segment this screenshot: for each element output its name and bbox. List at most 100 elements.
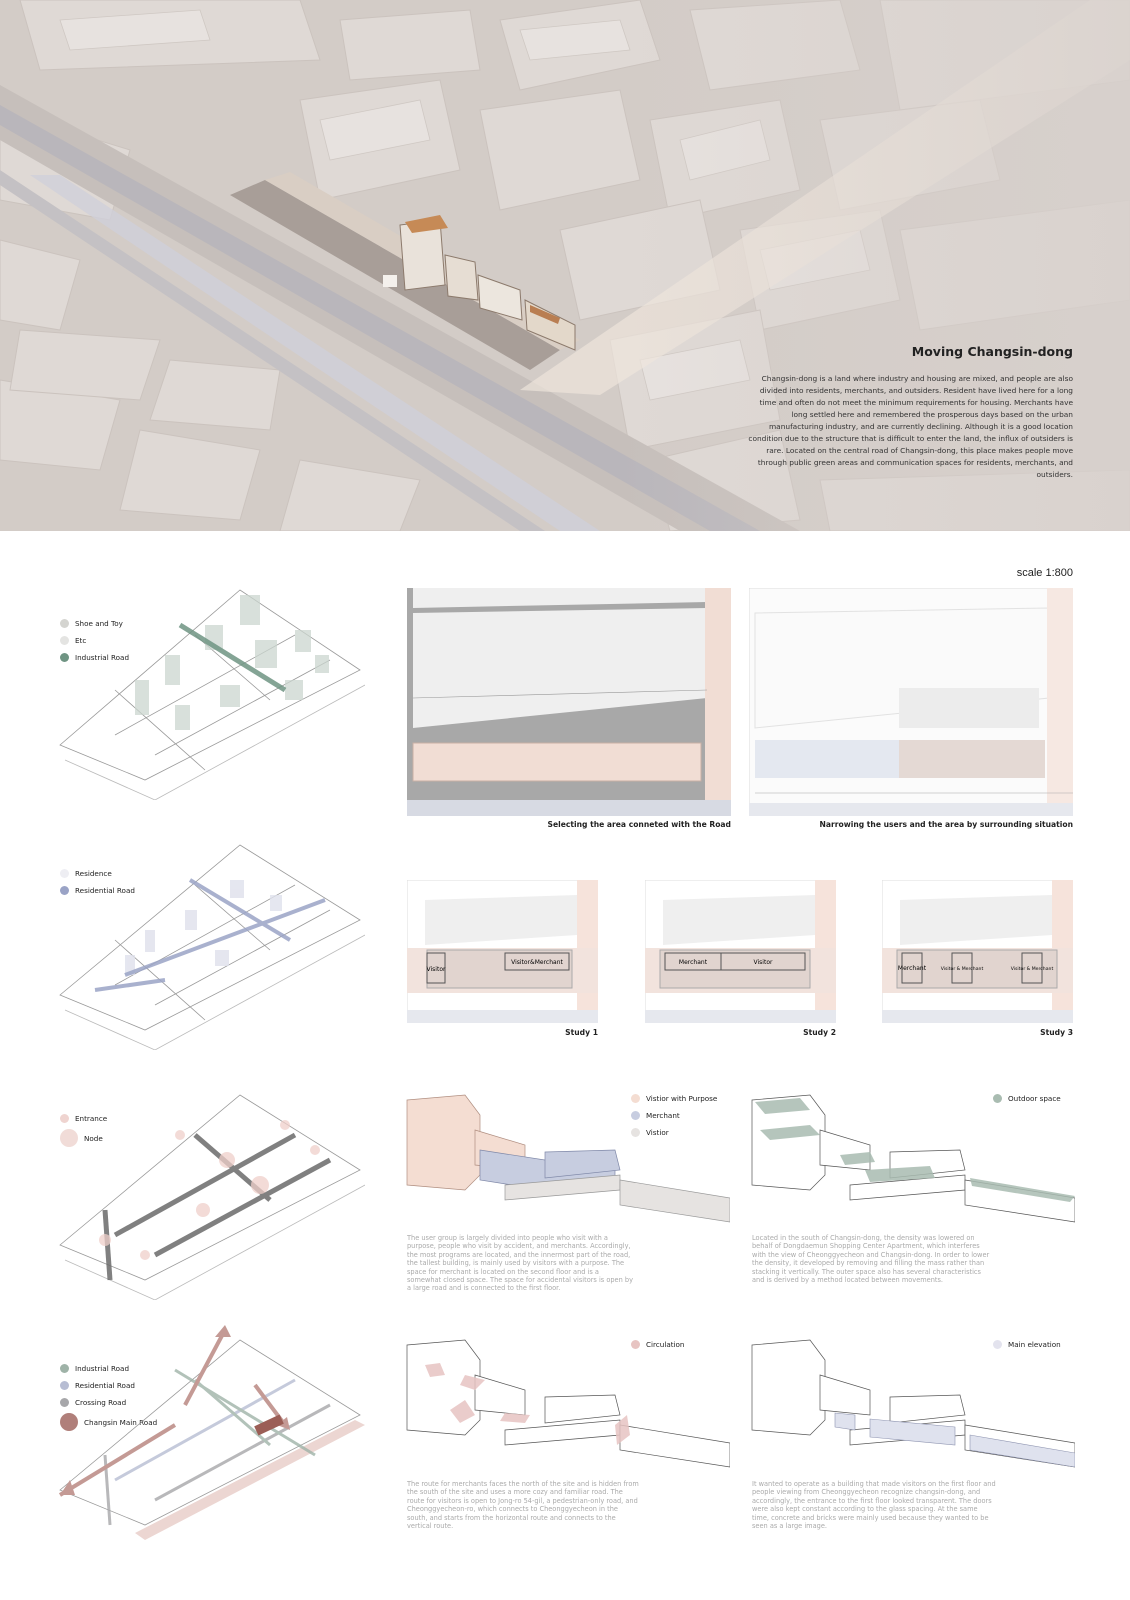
main-road-arrow-north [183,1329,227,1406]
legend-label: Node [84,1133,103,1143]
legend-item: Residential Road [60,1377,157,1394]
industry-axonometric [59,589,365,800]
study-3-caption: Study 3 [1040,1028,1073,1037]
aerial-city-illustration [0,0,1130,531]
legend-item: Circulation [631,1336,685,1353]
legend-users: Vistior with Purpose Merchant Vistior [631,1090,717,1141]
legend-elevation: Main elevation [993,1336,1061,1353]
legend-label: Crossing Road [75,1398,127,1407]
scale-label: scale 1:800 [1016,567,1073,579]
aerial-view [0,0,1130,531]
legend-item: Shoe and Toy [60,615,129,632]
residential-road [94,878,326,992]
circulation-description: The route for merchants faces the north … [407,1480,639,1531]
legend-swatch [60,653,69,662]
legend-item: Changsin Main Road [60,1411,157,1433]
legend-roads: Industrial Road Residential Road Crossin… [60,1360,157,1433]
legend-label: Residential Road [75,886,135,895]
industrial-road [178,622,287,693]
study-2-box-1: Merchant [679,959,708,966]
legend-nodes: Entrance Node [60,1110,107,1149]
project-title: Moving Changsin-dong [911,344,1073,359]
legend-label: Industrial Road [75,1364,130,1373]
legend-swatch [60,636,69,645]
road-network [102,1132,332,1281]
legend-item: Industrial Road [60,649,129,666]
legend-label: Residential Road [75,1381,135,1390]
nodes-axonometric [59,1094,365,1300]
study-3-box-2: Visitor & Merchant [941,966,984,972]
study-2-box-2: Visitor [754,959,773,966]
outdoor-diagram [751,1094,1075,1223]
ground-lines [64,934,365,1050]
legend-swatch [993,1340,1002,1349]
legend-item: Merchant [631,1107,717,1124]
site-outline [59,589,361,781]
legend-item: Etc [60,632,129,649]
elevation-diagram [751,1339,1075,1468]
study-1-caption: Study 1 [565,1028,598,1037]
ground-lines [64,1184,365,1300]
legend-swatch [60,1129,78,1147]
legend-industry: Shoe and Toy Etc Industrial Road [60,615,129,666]
legend-item: Outdoor space [993,1090,1061,1107]
legend-item: Residential Road [60,882,135,899]
legend-outdoor: Outdoor space [993,1090,1061,1107]
legend-item: Vistior with Purpose [631,1090,717,1107]
legend-label: Entrance [75,1114,108,1123]
residence-masses [125,880,282,975]
legend-swatch [631,1128,640,1137]
site-outline [59,1094,361,1281]
legend-label: Main elevation [1008,1340,1061,1349]
main-road-band [135,1420,365,1540]
industry-masses [135,595,329,730]
legend-swatch [60,1413,78,1431]
study-3-box-1: Merchant [898,965,927,972]
legend-label: Vistior [646,1128,669,1137]
study-3-plan: Merchant Visitor & Merchant Visitor & Me… [882,880,1073,1023]
legend-label: Residence [75,869,112,878]
legend-swatch [60,1114,69,1123]
main-road-arrow-west [58,1423,177,1497]
legend-swatch [631,1340,640,1349]
legend-label: Shoe and Toy [75,619,123,628]
legend-item: Residence [60,865,135,882]
legend-swatch [631,1111,640,1120]
study-1-box-2: Visitor&Merchant [511,959,563,966]
residence-axonometric [59,844,365,1050]
legend-label: Outdoor space [1008,1094,1061,1103]
legend-label: Merchant [646,1111,680,1120]
study-1-box-1: Visitor [427,966,446,973]
users-diagram [406,1094,730,1223]
legend-swatch [60,1364,69,1373]
study-3-box-3: Visitor & Merchant [1011,966,1054,972]
arrow-head-icon [60,1480,75,1495]
legend-item: Entrance [60,1110,107,1127]
legend-swatch [631,1094,640,1103]
elevation-description: It wanted to operate as a building that … [752,1480,996,1531]
legend-circulation: Circulation [631,1336,685,1353]
legend-swatch [60,1398,69,1407]
legend-residence: Residence Residential Road [60,865,135,899]
legend-swatch [60,1381,69,1390]
users-description: The user group is largely divided into p… [407,1234,633,1293]
legend-item: Industrial Road [60,1360,157,1377]
site-plan-users [749,588,1073,816]
site-plan-caption-1: Selecting the area conneted with the Roa… [547,820,731,829]
legend-label: Vistior with Purpose [646,1094,718,1103]
site-plan-road [407,588,731,816]
legend-label: Industrial Road [75,653,130,662]
site-plan-caption-2: Narrowing the users and the area by surr… [819,820,1073,829]
outdoor-description: Located in the south of Changsin-dong, t… [752,1234,990,1285]
legend-item: Vistior [631,1124,717,1141]
study-2-caption: Study 2 [803,1028,836,1037]
site-marker [254,1414,284,1436]
legend-item: Crossing Road [60,1394,157,1411]
arrow-head-icon [215,1325,231,1337]
study-2-plan: Merchant Visitor [645,880,836,1023]
circulation-diagram [406,1339,730,1468]
ground-lines [64,684,365,800]
street-lines [114,634,331,771]
site-outline [59,844,361,1031]
legend-item: Node [60,1127,107,1149]
